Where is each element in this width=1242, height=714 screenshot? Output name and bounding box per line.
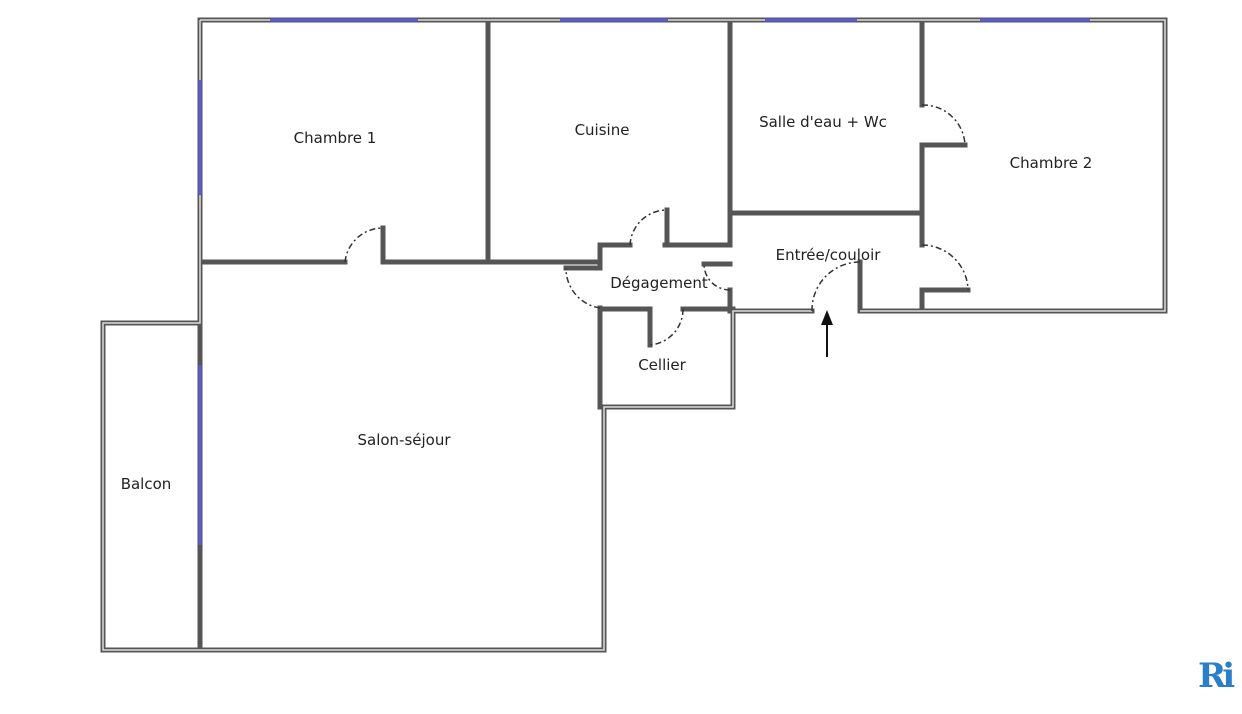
room-label-cuisine: Cuisine [574, 121, 630, 139]
room-label-cellier: Cellier [638, 356, 686, 374]
room-label-entree-couloir: Entrée/couloir [775, 246, 881, 264]
windows [198, 18, 1090, 545]
room-label-salon-sejour: Salon-séjour [357, 431, 451, 449]
entrance-arrow-icon [821, 310, 833, 357]
walls [100, 17, 1168, 653]
room-label-degagement: Dégagement [610, 274, 708, 292]
room-label-balcon: Balcon [120, 475, 172, 493]
room-label-salle-d-eau: Salle d'eau + Wc [759, 113, 887, 131]
room-label-chambre-1: Chambre 1 [293, 129, 377, 147]
brand-logo: Ri [1198, 656, 1235, 696]
room-label-chambre-2: Chambre 2 [1009, 154, 1093, 172]
doors [344, 104, 969, 346]
